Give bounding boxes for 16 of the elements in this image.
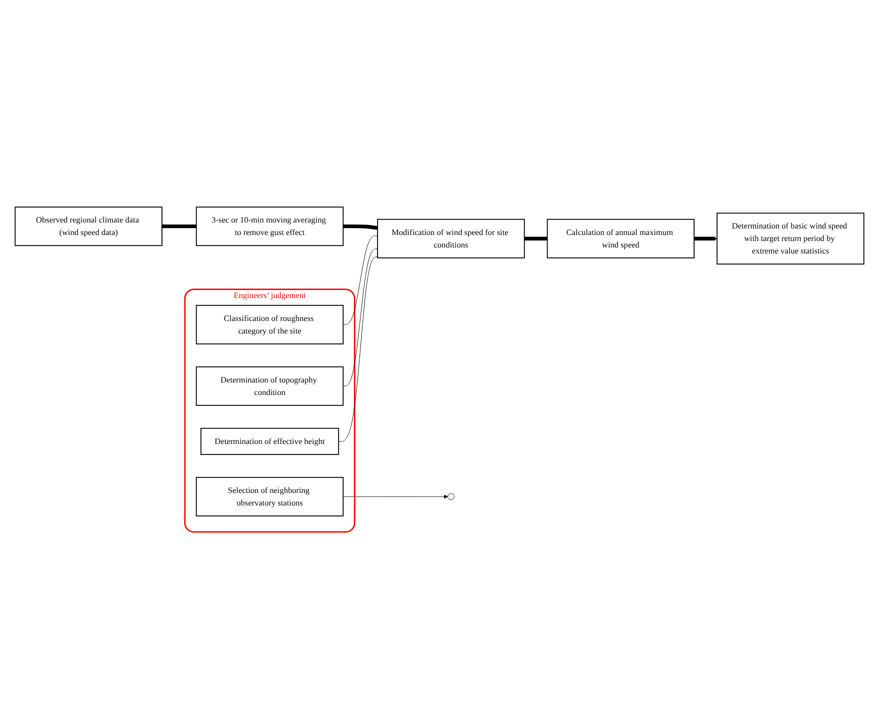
node-box: Determination of effective height — [200, 428, 340, 455]
node-box: Classification of roughness category of the site — [196, 304, 344, 344]
node-box: 3-sec or 10-min moving averaging to remove gust effect — [196, 206, 344, 246]
node-box: Observed regional climate data (wind speed data) — [14, 206, 162, 246]
node-box: Selection of neighboring observatory stations — [196, 476, 344, 516]
connector — [343, 224, 378, 230]
connector — [338, 256, 378, 442]
arrow — [694, 236, 718, 241]
node-box: Modification of wind speed for site conditions — [377, 218, 525, 258]
connector — [342, 248, 378, 386]
node-box: Determination of topography condition — [196, 366, 344, 406]
node-box: Determination of basic wind speed with target return period by extreme value statistics — [716, 212, 864, 265]
connector — [162, 224, 196, 228]
connector — [342, 236, 378, 325]
connector — [524, 236, 548, 240]
node-box: Calculation of annual maximum wind speed — [546, 218, 695, 258]
